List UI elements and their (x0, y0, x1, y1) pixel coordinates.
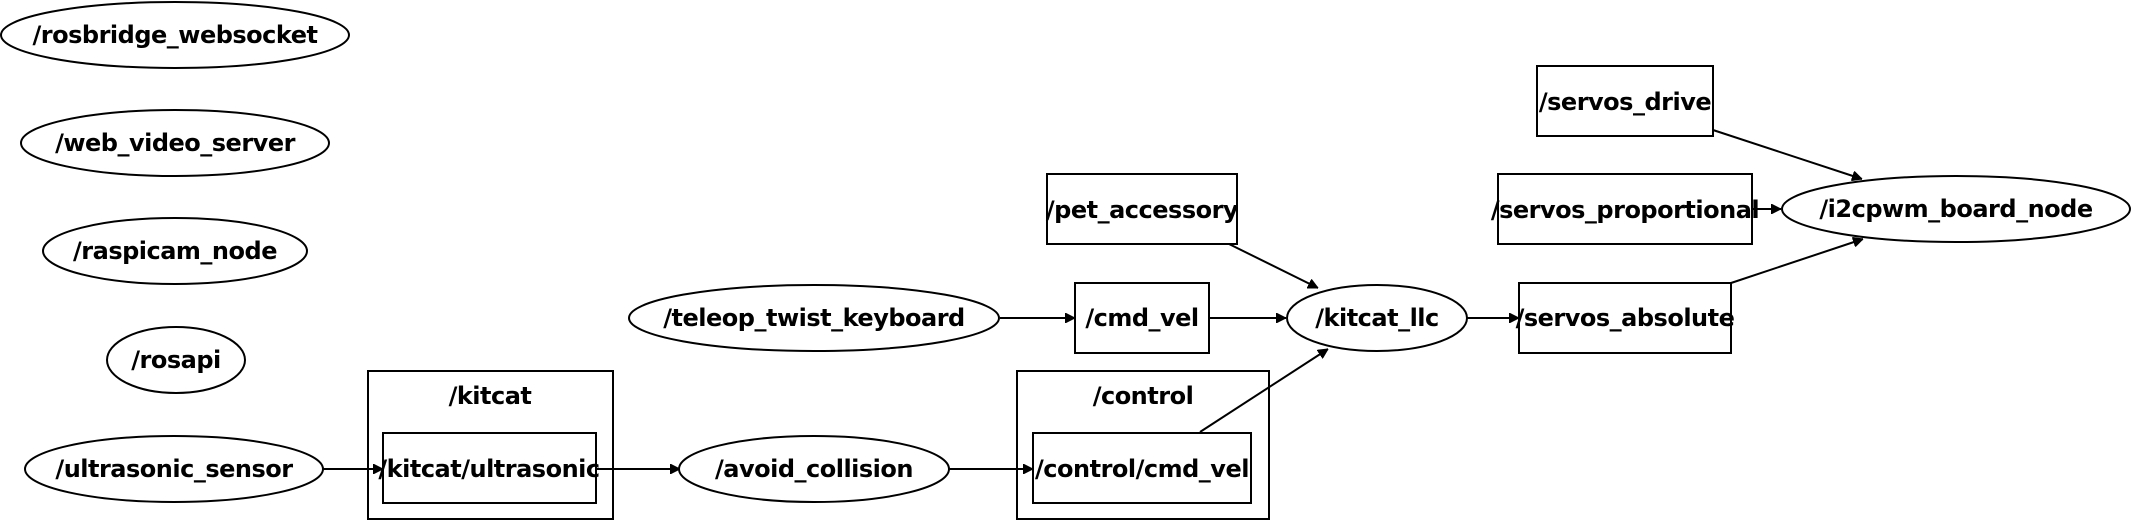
node-label: /i2cpwm_board_node (1819, 195, 2092, 223)
topic-label: /pet_accessory (1046, 196, 1239, 224)
edge-pet-accessory-to-kitcat-llc (1228, 243, 1318, 289)
edge-servos-absolute-to-i2cpwm-board-node (1730, 239, 1863, 284)
cluster-control-label: /control (1093, 382, 1194, 410)
node-teleop-twist-keyboard[interactable]: /teleop_twist_keyboard (628, 284, 1000, 352)
topic-pet-accessory[interactable]: /pet_accessory (1046, 173, 1239, 245)
node-rosbridge-websocket[interactable]: /rosbridge_websocket (0, 1, 350, 69)
topic-control-cmd-vel[interactable]: /control/cmd_vel (1032, 432, 1252, 504)
topic-label: /servos_absolute (1516, 304, 1735, 332)
node-label: /avoid_collision (715, 455, 913, 483)
node-label: /web_video_server (55, 129, 296, 157)
topic-servos-proportional[interactable]: /servos_proportional (1491, 173, 1760, 245)
node-label: /teleop_twist_keyboard (663, 304, 964, 332)
topic-label: /servos_drive (1539, 88, 1711, 116)
node-label: /rosapi (131, 346, 220, 374)
node-label: /ultrasonic_sensor (55, 455, 293, 483)
topic-label: /control/cmd_vel (1035, 455, 1249, 483)
topic-label: /cmd_vel (1085, 304, 1198, 332)
node-web-video-server[interactable]: /web_video_server (20, 109, 330, 177)
topic-label: /kitcat/ultrasonic (378, 455, 599, 483)
node-rosapi[interactable]: /rosapi (106, 326, 246, 394)
topic-label: /servos_proportional (1491, 196, 1759, 224)
node-label: /kitcat_llc (1315, 304, 1439, 332)
topic-servos-drive[interactable]: /servos_drive (1536, 65, 1714, 137)
edge-control-cmd-vel-to-kitcat-llc (1199, 348, 1328, 433)
node-ultrasonic-sensor[interactable]: /ultrasonic_sensor (24, 435, 324, 503)
node-label: /raspicam_node (73, 237, 277, 265)
topic-cmd-vel[interactable]: /cmd_vel (1074, 282, 1210, 354)
edge-servos-drive-to-i2cpwm-board-node (1712, 129, 1862, 179)
topic-servos-absolute[interactable]: /servos_absolute (1516, 282, 1735, 354)
node-i2cpwm-board-node[interactable]: /i2cpwm_board_node (1781, 175, 2131, 243)
cluster-kitcat-label: /kitcat (449, 382, 532, 410)
node-label: /rosbridge_websocket (33, 21, 318, 49)
node-raspicam-node[interactable]: /raspicam_node (42, 217, 308, 285)
node-kitcat-llc[interactable]: /kitcat_llc (1286, 284, 1468, 352)
node-avoid-collision[interactable]: /avoid_collision (678, 435, 950, 503)
topic-kitcat-ultrasonic[interactable]: /kitcat/ultrasonic (378, 432, 600, 504)
edges (323, 129, 1863, 469)
